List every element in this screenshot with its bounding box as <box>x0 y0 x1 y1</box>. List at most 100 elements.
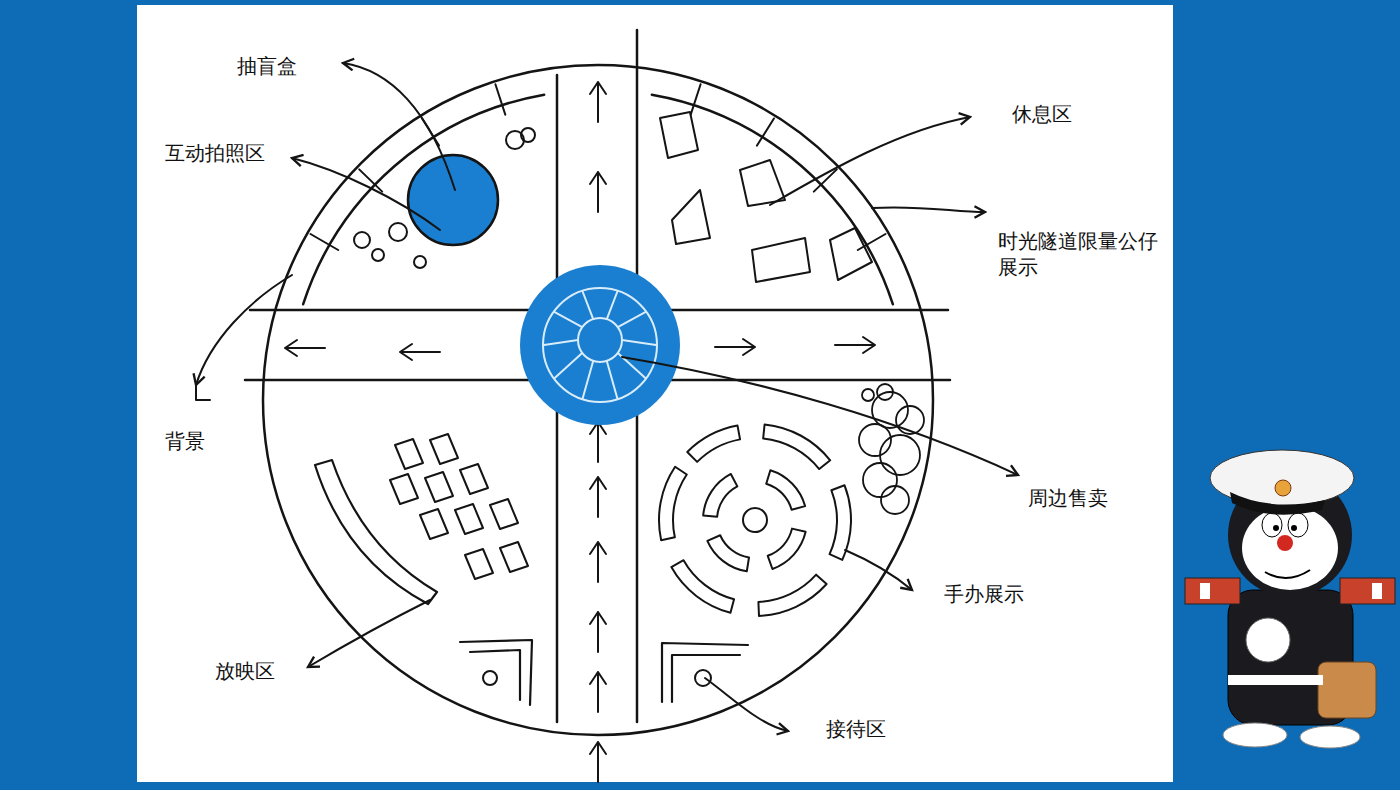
hub-ring <box>543 288 657 402</box>
figure-rings <box>659 424 851 615</box>
screening-seat <box>500 542 528 572</box>
flow-arrow <box>590 742 606 782</box>
flow-arrow <box>285 340 325 356</box>
visitor-doodle <box>414 256 426 268</box>
reception-seat <box>483 671 497 685</box>
reception-desk <box>662 643 748 702</box>
figure-case <box>687 426 740 462</box>
inner-arc <box>303 95 544 304</box>
visitor-doodle <box>372 249 384 261</box>
character-face <box>1242 506 1338 590</box>
figure-case <box>830 485 851 560</box>
flow-arrow <box>590 172 606 212</box>
leader-line <box>872 207 985 212</box>
hub <box>520 265 680 425</box>
figure-case <box>766 470 805 510</box>
merch-doodle <box>862 389 874 401</box>
hub-spoke <box>607 361 618 398</box>
leader-line <box>308 600 430 667</box>
hub-spoke <box>622 340 656 345</box>
character-illustration <box>1185 450 1395 748</box>
screening-seat <box>420 509 448 539</box>
flow-arrow <box>590 672 606 712</box>
arc-tick <box>691 84 701 114</box>
flow-arrow <box>590 477 606 517</box>
hub-spoke <box>583 361 594 398</box>
figure-case <box>758 575 826 616</box>
site-outline <box>263 65 933 735</box>
leader-line <box>705 678 788 731</box>
area-label: 放映区 <box>215 658 275 684</box>
area-label: 时光隧道限量公仔 展示 <box>998 228 1173 280</box>
area-label: 手办展示 <box>944 581 1024 607</box>
blind-box <box>408 155 498 245</box>
screening-seat <box>460 464 488 494</box>
character-pupil <box>1291 525 1297 531</box>
figure-case <box>659 467 687 540</box>
merch-doodle <box>881 486 909 514</box>
white-panel <box>137 5 1173 782</box>
character-belt <box>1228 675 1323 685</box>
screening-seat <box>490 499 518 529</box>
figure-center <box>743 508 767 532</box>
leader-hook <box>196 385 210 400</box>
hub-spoke <box>618 312 646 327</box>
screen <box>315 460 437 604</box>
character-bag <box>1318 662 1376 718</box>
inner-arc <box>652 95 893 304</box>
seat-doodle <box>660 112 698 158</box>
character-foot <box>1300 726 1360 748</box>
figure-case <box>671 560 734 613</box>
flow-arrow <box>590 542 606 582</box>
hub-spoke <box>607 292 618 319</box>
character-hat-brim <box>1230 492 1325 515</box>
character-cuff <box>1200 583 1210 599</box>
hub-spoke <box>544 340 578 345</box>
leader-line <box>622 357 1018 475</box>
arc-tick <box>495 84 505 114</box>
character-mouth <box>1265 570 1310 578</box>
area-label: 休息区 <box>1012 101 1072 127</box>
character-pupil <box>1273 525 1279 531</box>
merch-doodle <box>877 384 893 400</box>
leader-line <box>292 158 440 230</box>
arc-tick <box>310 234 338 250</box>
plan <box>196 30 1018 782</box>
screening-seat <box>390 474 418 504</box>
screening-seat <box>425 472 453 502</box>
visitor-doodle <box>389 223 407 241</box>
area-label: 接待区 <box>826 716 886 742</box>
hub-spoke <box>583 292 594 319</box>
character-eye <box>1262 513 1282 537</box>
figure-case <box>763 424 830 469</box>
leader-line <box>196 275 292 385</box>
merch-doodle <box>863 463 897 497</box>
character-epaulette <box>1185 578 1240 604</box>
reception-desk <box>460 640 532 705</box>
hub-spoke <box>555 312 583 327</box>
leader-line <box>770 117 970 205</box>
visitor-doodle <box>521 128 535 142</box>
character-foot <box>1223 723 1287 747</box>
visitor-doodle <box>354 232 370 248</box>
character-hat-badge <box>1275 480 1291 496</box>
flow-arrow <box>400 344 440 360</box>
character-hand <box>1246 618 1290 662</box>
figure-case <box>703 474 737 517</box>
screening-seat <box>430 434 458 464</box>
area-label: 周边售卖 <box>1028 485 1108 511</box>
area-label: 背景 <box>165 428 205 454</box>
arc-tick <box>757 118 774 145</box>
character-nose <box>1277 535 1293 551</box>
hub-spoke <box>555 353 583 378</box>
area-label: 抽盲盒 <box>237 53 297 79</box>
screening-seat <box>395 439 423 469</box>
flow-arrow <box>590 612 606 652</box>
character-cuff <box>1372 583 1382 599</box>
leader-line <box>343 63 455 190</box>
seat-doodle <box>830 228 872 280</box>
flow-arrow <box>590 82 606 122</box>
seat-doodle <box>752 238 810 282</box>
